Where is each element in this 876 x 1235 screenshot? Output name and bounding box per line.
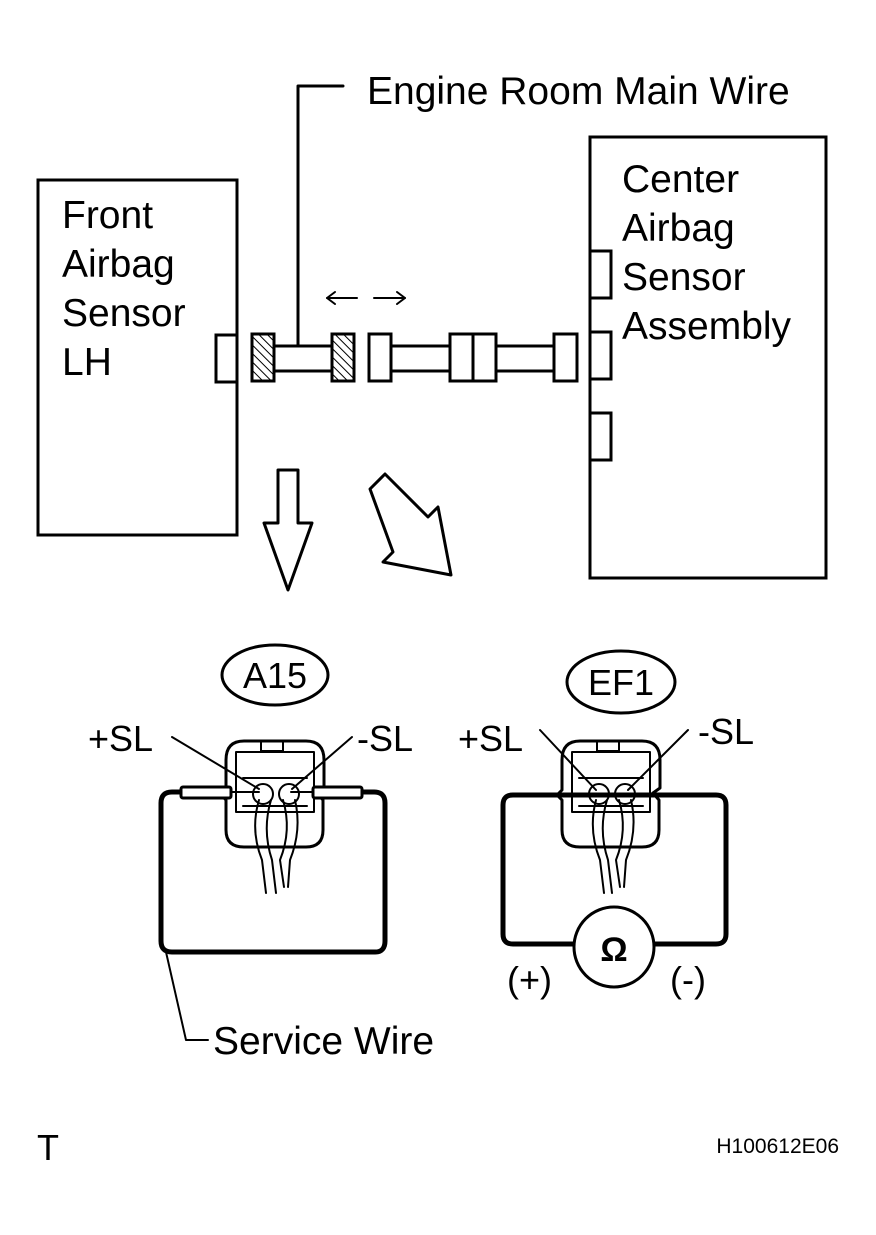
ef1-connector-icon <box>555 739 662 849</box>
service-wire-leader <box>165 951 209 1041</box>
engine-room-main-wire-leader <box>296 84 345 349</box>
engine-room-main-wire-label: Engine Room Main Wire <box>367 70 790 113</box>
service-wire-terminals <box>179 785 364 800</box>
front-sensor-connector <box>214 333 239 384</box>
connector-a15-plug <box>250 332 276 383</box>
center-airbag-sensor-box <box>588 135 828 580</box>
ef1-badge-label: EF1 <box>588 662 654 703</box>
ohmmeter-test-leads <box>500 792 729 947</box>
front-sensor-label: Front Airbag Sensor LH <box>62 194 196 384</box>
a15-badge-outline <box>220 643 330 707</box>
a15-pin-neg-label: -SL <box>357 718 413 759</box>
ef1-wire-leads <box>591 799 635 894</box>
a15-wire-leads <box>254 799 299 894</box>
ohmmeter-positive-label: (+) <box>507 959 552 1000</box>
footer-letter: T <box>37 1127 59 1168</box>
ohmmeter-negative-label: (-) <box>670 959 706 1000</box>
service-wire-loop <box>158 789 388 955</box>
a15-pin-leaders <box>171 736 353 790</box>
center-sensor-label: Center Airbag Sensor Assembly <box>622 158 792 348</box>
center-sensor-connector-3 <box>588 411 613 462</box>
connector-a15-plug-mate <box>330 332 356 383</box>
engine-room-main-wire-harness <box>250 332 579 383</box>
disconnect-arrows-icon <box>326 291 406 305</box>
front-airbag-sensor-box <box>36 178 239 537</box>
ef1-badge-outline <box>565 649 677 715</box>
down-arrow-a15-icon <box>262 468 314 592</box>
down-arrow-ef1-icon <box>368 472 453 577</box>
center-sensor-connector-2 <box>588 330 613 381</box>
service-wire-label: Service Wire <box>213 1020 434 1063</box>
ef1-pin-leaders <box>539 729 689 791</box>
ef1-pin-pos-label: +SL <box>458 718 523 759</box>
figure-code: H100612E06 <box>716 1135 839 1158</box>
a15-connector-icon <box>219 739 326 849</box>
connector-ef1-plug <box>367 332 393 383</box>
ohmmeter-symbol: Ω <box>600 931 627 969</box>
a15-badge-label: A15 <box>243 655 307 696</box>
center-sensor-connector-1 <box>588 249 613 300</box>
ohmmeter-icon <box>572 905 656 989</box>
a15-pin-pos-label: +SL <box>88 718 153 759</box>
ef1-pin-neg-label: -SL <box>698 711 754 752</box>
